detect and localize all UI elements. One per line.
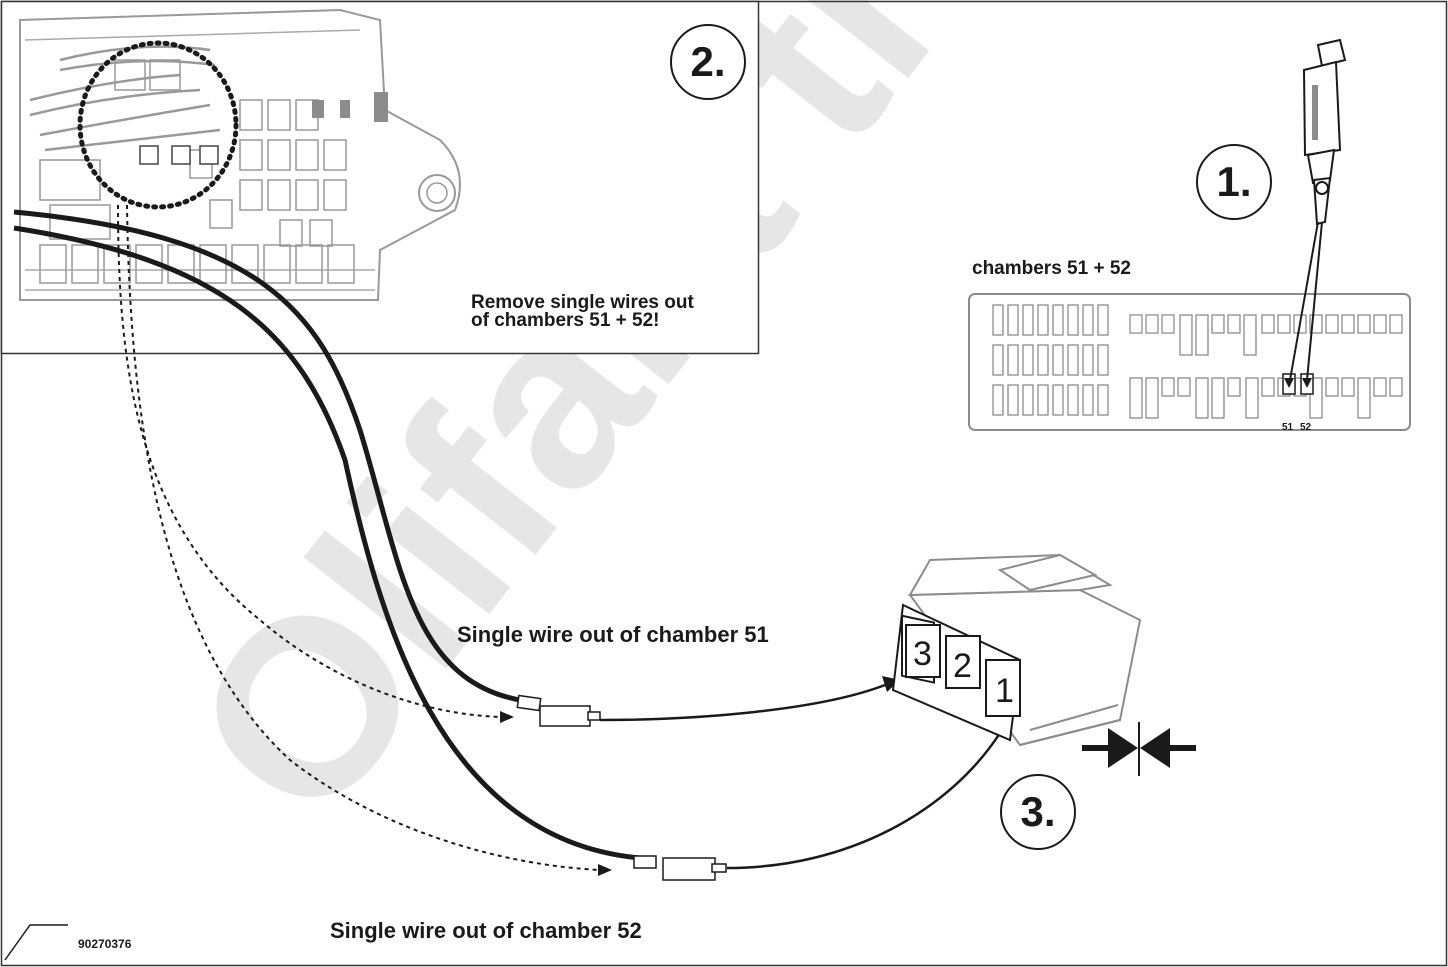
doc-number-tab — [4, 924, 68, 961]
cable-2 — [13, 225, 641, 861]
press-together-icon — [1082, 722, 1196, 776]
step-3-badge: 3. — [1000, 774, 1076, 850]
wire-to-slot-1 — [726, 732, 1002, 870]
fuse-box-detail — [0, 0, 760, 355]
remove-wires-line-1: Remove single wires out — [471, 292, 694, 313]
connector-slots — [905, 624, 1021, 717]
highlight-circle — [77, 40, 239, 210]
wire-to-slot-3 — [599, 683, 886, 722]
dotted-path-51 — [117, 204, 504, 718]
wire-51-label: Single wire out of chamber 51 — [457, 622, 769, 647]
step-2-badge: 2. — [670, 24, 746, 100]
doc-number: 90270376 — [78, 937, 132, 951]
chamber-52-label: 52 — [1300, 422, 1312, 433]
slot-3-label: 3 — [913, 635, 932, 673]
dotted-path-52 — [126, 204, 601, 871]
remove-wires-line-2: of chambers 51 + 52! — [471, 310, 660, 331]
chamber-51-label: 51 — [1282, 422, 1294, 433]
step-1-badge: 1. — [1196, 144, 1272, 220]
cable-1 — [13, 209, 521, 703]
slot-1-label: 1 — [995, 672, 1014, 710]
remove-wires-callout: Remove single wires out of chambers 51 +… — [471, 292, 694, 331]
chambers-heading: chambers 51 + 52 — [972, 258, 1131, 279]
three-pin-connector — [908, 553, 1142, 747]
terminal-pin-52 — [633, 855, 727, 881]
terminal-pin-51 — [516, 694, 601, 727]
slot-2-label: 2 — [953, 647, 972, 685]
chamber-layout-panel: 51 52 — [968, 293, 1411, 433]
wire-52-label: Single wire out of chamber 52 — [330, 918, 642, 943]
